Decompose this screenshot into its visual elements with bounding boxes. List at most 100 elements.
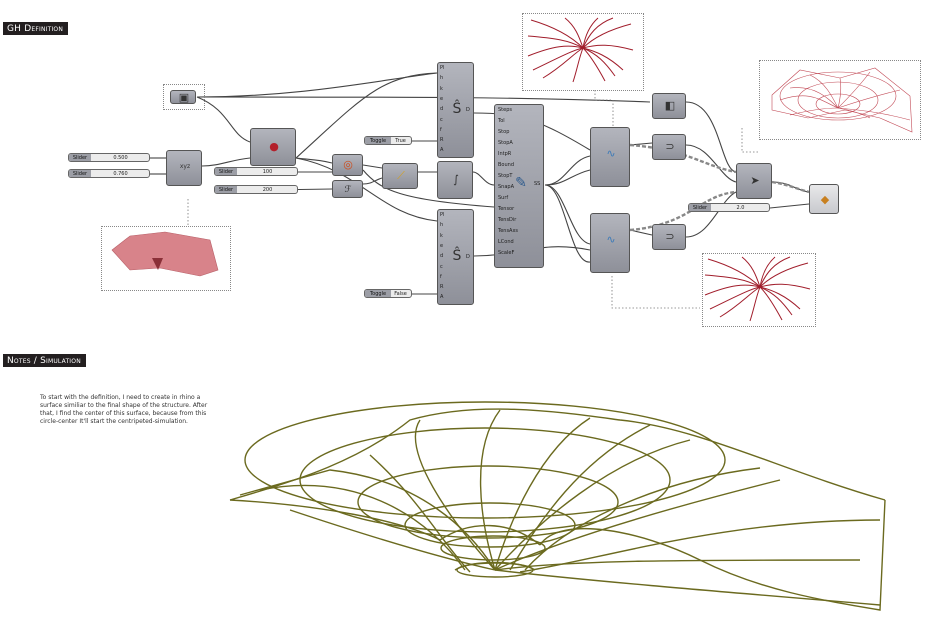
kangaroo-output-label: SS: [534, 181, 541, 187]
unroll-input-label: A: [440, 294, 444, 301]
weave-icon: ◧: [664, 99, 676, 112]
toggle-value: False: [394, 291, 407, 297]
interpolate-component-a[interactable]: ∿: [590, 127, 630, 187]
curve-component[interactable]: ∫: [437, 161, 473, 199]
preview-panel-surface: [101, 226, 231, 291]
bake-component[interactable]: ◆: [809, 184, 839, 214]
interpolate-component-b[interactable]: ∿: [590, 213, 630, 273]
unroll-input-label: e: [440, 95, 444, 102]
surface-param-icon: ▣: [178, 91, 190, 104]
slider-count-a[interactable]: Slider 100: [214, 167, 298, 176]
xyz-component[interactable]: xyz: [166, 150, 202, 186]
slider-label: Slider: [69, 170, 91, 177]
unroll-input-label: R: [440, 137, 444, 144]
unroll-input-label: c: [440, 116, 443, 123]
wrench-icon: ✎: [515, 175, 527, 191]
slider-u[interactable]: Slider 0.500: [68, 153, 150, 162]
evaluate-surface-component[interactable]: ●: [250, 128, 296, 166]
surface-preview: [111, 231, 219, 277]
join-icon: ⊃: [665, 140, 675, 153]
sphere-icon: ◎: [343, 158, 353, 171]
kangaroo-input-label: TensDir: [498, 217, 517, 223]
notes-paragraph: To start with the definition, I need to …: [40, 394, 208, 425]
line-icon: ⟋: [397, 169, 405, 182]
slider-value: 200: [262, 187, 273, 193]
bake-icon: ◆: [820, 193, 830, 206]
unroll-component-top[interactable]: Ŝ: [437, 62, 474, 158]
unroll-input-label: f: [440, 126, 442, 133]
surface-param-component[interactable]: ▣: [170, 90, 196, 104]
xyz-icon: xyz: [179, 163, 191, 170]
kangaroo-input-label: StopA: [498, 140, 513, 146]
kangaroo-input-label: StopT: [498, 173, 513, 179]
unroll-output-label: D: [466, 107, 470, 113]
kangaroo-component[interactable]: ✎: [494, 104, 544, 268]
spiral-preview-bottom: [704, 256, 811, 322]
toggle-label: Toggle: [365, 290, 391, 297]
unroll-input-label: d: [440, 106, 444, 113]
kangaroo-input-label: TensAxs: [498, 228, 519, 234]
unroll-output-label: D: [466, 254, 470, 260]
toggle-label: Toggle: [365, 137, 391, 144]
unroll-input-label: Pl: [440, 65, 445, 71]
toggle-true[interactable]: Toggle True: [364, 136, 412, 145]
line-component[interactable]: ⟋: [382, 163, 418, 189]
unroll-input-label: d: [440, 253, 444, 260]
unroll-component-bottom[interactable]: Ŝ: [437, 209, 474, 305]
preview-panel-surface-param: [163, 84, 205, 110]
kangaroo-input-label: LCond: [498, 239, 514, 245]
unroll-input-label: e: [440, 242, 444, 249]
spiral-preview-top: [527, 17, 634, 83]
unroll-input-label: f: [440, 273, 442, 280]
slider-value: 100: [262, 169, 273, 175]
slider-label: Slider: [69, 154, 91, 161]
unroll-input-label: h: [440, 75, 444, 82]
toggle-value: True: [395, 138, 406, 144]
toggle-false[interactable]: Toggle False: [364, 289, 412, 298]
unroll-input-label: R: [440, 284, 444, 291]
series-icon: ℱ: [344, 185, 352, 195]
kangaroo-input-label: Surf: [498, 195, 509, 201]
kangaroo-input-label: ScaleF: [498, 250, 515, 256]
unroll-input-label: k: [440, 85, 443, 92]
kangaroo-input-label: Tol: [498, 118, 505, 124]
gh-definition-header: GH Definition: [3, 22, 69, 35]
unroll-input-label: k: [440, 232, 443, 239]
kangaroo-input-label: Tensor: [498, 206, 515, 212]
interpolate-icon: ∿: [606, 233, 616, 246]
unroll-input-label: Pl: [440, 212, 445, 218]
unroll-icon: Ŝ: [452, 248, 462, 264]
join-component-b[interactable]: ⊃: [652, 224, 686, 250]
mesh-render: [229, 401, 886, 611]
evaluate-surface-icon: ●: [269, 140, 279, 153]
join-icon: ⊃: [665, 230, 675, 243]
slider-radius[interactable]: Slider 2.0: [688, 203, 770, 212]
pipe-component[interactable]: ➤: [736, 163, 772, 199]
kangaroo-input-label: Steps: [498, 107, 512, 113]
kangaroo-input-label: Bound: [498, 162, 515, 168]
kangaroo-input-label: IntpR: [498, 151, 512, 157]
notes-simulation-header: Notes / Simulation: [3, 354, 86, 367]
preview-panel-spiral-bottom: [702, 253, 816, 327]
slider-value: 2.0: [736, 205, 745, 211]
unroll-input-label: c: [440, 263, 443, 270]
interpolate-icon: ∿: [606, 147, 616, 160]
slider-v[interactable]: Slider 0.760: [68, 169, 150, 178]
join-component-a[interactable]: ⊃: [652, 134, 686, 160]
pipe-icon: ➤: [750, 174, 760, 187]
slider-count-b[interactable]: Slider 200: [214, 185, 298, 194]
sphere-component[interactable]: ◎: [332, 154, 363, 176]
series-component[interactable]: ℱ: [332, 180, 363, 198]
preview-panel-spiral-top: [522, 13, 644, 91]
mesh-preview: [771, 67, 913, 133]
weave-component[interactable]: ◧: [652, 93, 686, 119]
curve-icon: ∫: [453, 173, 459, 186]
slider-value: 0.760: [113, 171, 128, 177]
unroll-input-label: A: [440, 147, 444, 154]
slider-label: Slider: [215, 168, 237, 175]
slider-label: Slider: [689, 204, 711, 211]
preview-panel-mesh: [759, 60, 921, 140]
unroll-input-label: h: [440, 222, 444, 229]
slider-label: Slider: [215, 186, 237, 193]
